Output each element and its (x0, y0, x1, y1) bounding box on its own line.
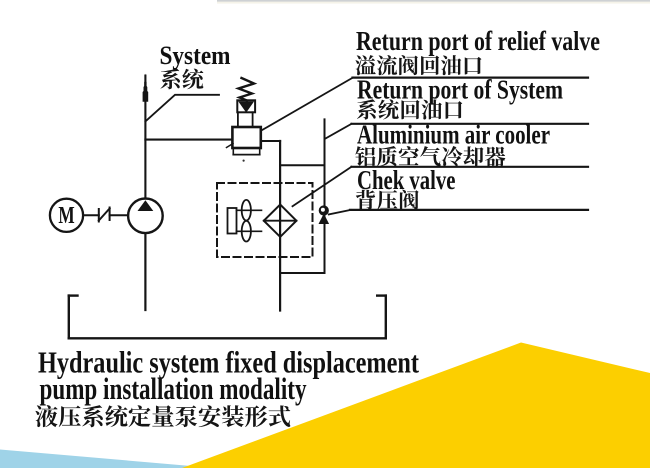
svg-text:Chek valve: Chek valve (357, 165, 456, 195)
svg-text:pump installation modality: pump installation modality (40, 371, 307, 406)
svg-text:System: System (160, 41, 231, 70)
svg-text:Return port of System: Return port of System (357, 74, 563, 104)
svg-text:Hydraulic system fixed displac: Hydraulic system fixed displacement (38, 345, 420, 380)
svg-text:M: M (58, 201, 75, 229)
svg-text:Aluminium air cooler: Aluminium air cooler (357, 120, 550, 150)
svg-text:Return port of relief valve: Return port of relief valve (356, 26, 600, 56)
